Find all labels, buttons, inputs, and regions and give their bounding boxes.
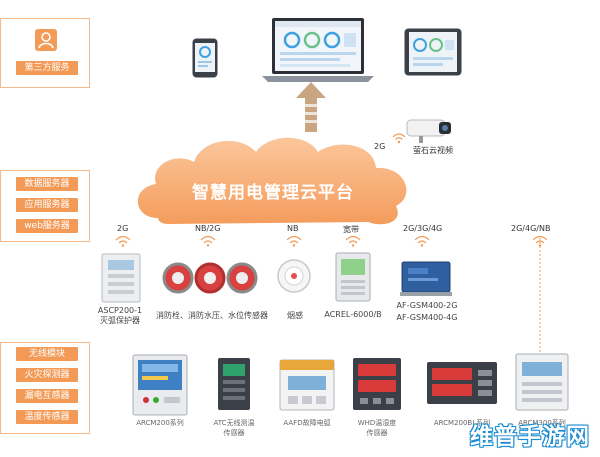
edge-network-5: 2G/3G/4G	[403, 224, 443, 233]
meter-whd-device	[353, 358, 401, 410]
camera-wifi-icon	[392, 133, 406, 144]
wifi-icon	[345, 235, 361, 247]
meter-aafd-device	[279, 359, 335, 411]
acrel-panel-device	[335, 252, 371, 302]
meter-label-4-line1: WHD温湿度	[357, 419, 397, 427]
edge-network-2: NB/2G	[195, 224, 221, 233]
edge-network-1: 2G	[117, 224, 129, 233]
watermark-text: 维普手游网	[470, 424, 590, 450]
cloud-shape	[137, 137, 407, 225]
edge-label-1-line1: ASCP200-1	[97, 306, 143, 315]
edge-label-5-line2: AF-GSM400-4G	[396, 313, 458, 322]
edge-label-5-line1: AF-GSM400-2G	[396, 301, 458, 310]
meter-arcm200-device	[132, 354, 188, 416]
wifi-icon	[414, 235, 430, 247]
meter-label-3: AAFD故障电弧	[283, 419, 331, 427]
meter-arcm300-device	[515, 353, 569, 411]
arc-protector-device	[101, 253, 141, 303]
phone-icon	[192, 38, 218, 78]
meter-label-2-line1: ATC无线测温	[213, 419, 255, 427]
modules-panel: 无线模块 火灾探测器 漏电互感器 温度传感器	[0, 342, 90, 434]
camera-icon	[406, 119, 451, 143]
meter-label-2: ATC无线测温 传感器	[204, 418, 264, 438]
cloud-title: 智慧用电管理云平台	[192, 183, 354, 203]
edge-network-6: 2G/4G/NB	[511, 224, 551, 233]
edge-label-4: ACREL-6000/B	[324, 310, 382, 319]
module-wireless: 无线模块	[16, 347, 78, 361]
services-panel: 数据服务器 应用服务器 web服务器	[0, 170, 90, 242]
upload-arrow	[296, 82, 326, 132]
wifi-icon	[286, 235, 302, 247]
module-fire-detector: 火灾探测器	[16, 368, 78, 382]
service-app-server: 应用服务器	[16, 198, 78, 212]
camera-label: 萤石云视频	[413, 146, 453, 155]
edge-label-1-line2: 灭弧保护器	[100, 316, 140, 325]
gsm-module-device	[400, 261, 452, 296]
service-web-server: web服务器	[16, 219, 78, 233]
meter-atc-device	[218, 358, 250, 410]
module-leakage-transformer: 漏电互感器	[16, 389, 78, 403]
edge-label-1: ASCP200-1 灭弧保护器	[92, 306, 148, 326]
module-temperature-sensor: 温度传感器	[16, 410, 78, 424]
service-data-server: 数据服务器	[16, 177, 78, 191]
camera-network: 2G	[374, 142, 386, 151]
edge-network-3: NB	[287, 224, 299, 233]
edge-label-2: 消防栓、消防水压、水位传感器	[156, 311, 268, 320]
third-party-panel: 第三方服务	[0, 18, 90, 88]
meter-label-6: ARCM300系列	[518, 419, 566, 427]
third-party-label: 第三方服务	[16, 61, 78, 75]
meter-label-5: ARCM200BL系列	[433, 419, 491, 427]
smoke-detector-device	[277, 259, 311, 293]
meter-label-4: WHD温湿度 传感器	[346, 418, 408, 438]
wifi-icon	[200, 235, 216, 247]
wifi-icon	[532, 235, 548, 247]
hydrant-sensors-device	[162, 262, 258, 294]
edge-label-3: 烟感	[287, 311, 303, 320]
meter-label-2-line2: 传感器	[223, 429, 245, 437]
edge-network-4: 宽带	[343, 225, 359, 234]
meter-arcm200bl-device	[427, 362, 497, 404]
meter-label-1: ARCM200系列	[136, 419, 184, 427]
meter-label-4-line2: 传感器	[366, 429, 388, 437]
wifi-icon	[115, 235, 131, 247]
user-icon	[35, 29, 57, 51]
tablet-icon	[404, 28, 462, 76]
edge-label-5: AF-GSM400-2G AF-GSM400-4G	[392, 300, 462, 324]
laptop-icon	[262, 18, 374, 82]
